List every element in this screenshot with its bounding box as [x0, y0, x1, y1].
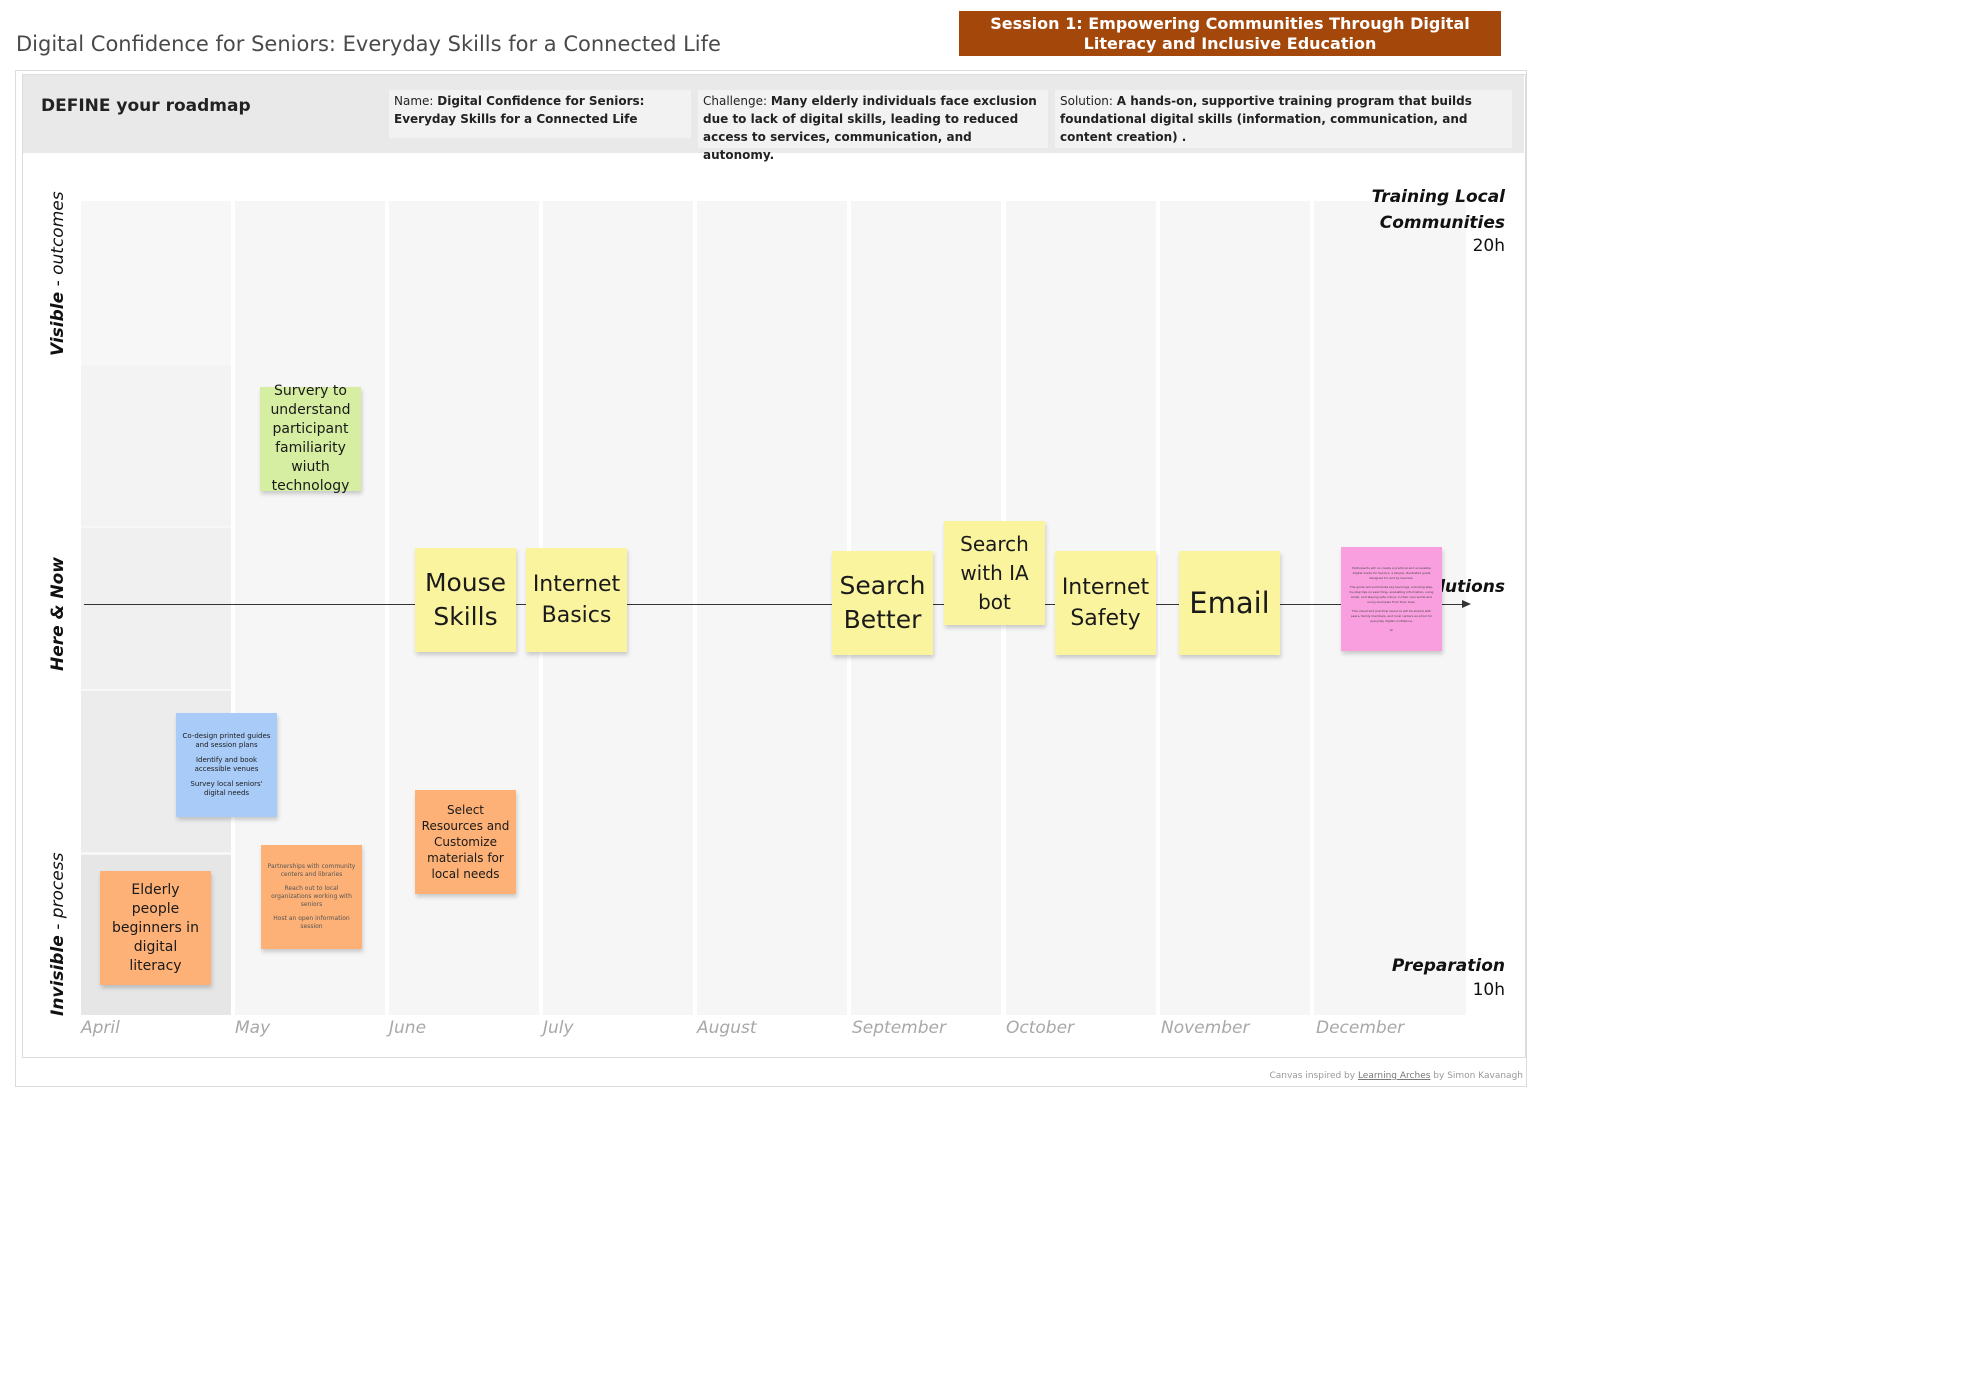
- visible-outcomes-label: Visible - outcomes: [48, 191, 68, 356]
- sticky-survey[interactable]: Survery to understand participant famili…: [260, 383, 361, 494]
- month-label-november: November: [1161, 1018, 1250, 1038]
- sticky-survey-text: Survery to understand participant famili…: [270, 383, 351, 494]
- project-name-box[interactable]: Name: Digital Confidence for Seniors: Ev…: [389, 90, 691, 138]
- sticky-elderly-text: Elderly people beginners in digital lite…: [112, 881, 199, 974]
- sticky-pink-line-3: This visual and practical resource will …: [1350, 608, 1433, 623]
- challenge-box[interactable]: Challenge: Many elderly individuals face…: [698, 90, 1048, 162]
- sticky-digital-guide[interactable]: Participants will co-create a practical …: [1341, 547, 1442, 651]
- sticky-blue-line-3: Survey local seniors' digital needs: [190, 780, 263, 797]
- sticky-blue-line-2: Identify and book accessible venues: [194, 756, 259, 773]
- sticky-mouse-text: Mouse Skills: [424, 568, 507, 631]
- sticky-partner-line-3: Host an open information session: [273, 915, 350, 930]
- learning-arches-link[interactable]: Learning Arches: [1357, 1071, 1431, 1081]
- solution-value: A hands-on, supportive training program …: [1060, 94, 1472, 144]
- challenge-label: Challenge:: [703, 94, 771, 108]
- sticky-elderly-beginners[interactable]: Elderly people beginners in digital lite…: [100, 871, 211, 985]
- here-now-label: Here & Now: [48, 557, 68, 671]
- sticky-pink-line-1: Participants will co-create a practical …: [1352, 565, 1431, 580]
- invisible-label-rest: - process: [48, 852, 68, 936]
- visible-label-rest: - outcomes: [48, 191, 68, 292]
- invisible-process-label: Invisible - process: [48, 852, 68, 1016]
- month-label-august: August: [697, 1018, 757, 1038]
- timeline-axis: [84, 604, 1464, 605]
- sticky-select-resources[interactable]: Select Resources and Customize materials…: [415, 790, 516, 894]
- sticky-internet-basics-text: Internet Basics: [532, 572, 621, 628]
- sticky-search-better-text: Search Better: [839, 571, 926, 634]
- april-cell-1: [81, 201, 231, 362]
- name-label: Name:: [394, 94, 438, 108]
- sticky-blue-line-1: Co-design printed guides and session pla…: [182, 732, 271, 749]
- sticky-partnerships[interactable]: Partnerships with community centers and …: [261, 845, 362, 949]
- month-label-june: June: [389, 1018, 427, 1038]
- sticky-partner-line-1: Partnerships with community centers and …: [267, 863, 356, 878]
- sticky-select-resources-text: Select Resources and Customize materials…: [421, 803, 510, 881]
- name-value: Digital Confidence for Seniors: Everyday…: [394, 94, 645, 126]
- month-column-august: [697, 201, 847, 1015]
- sticky-internet-safety[interactable]: Internet Safety: [1055, 551, 1156, 655]
- sticky-search-ia-bot[interactable]: Search with IA bot: [944, 521, 1045, 625]
- canvas-credits: Canvas inspired by Learning Arches by Si…: [1269, 1071, 1523, 1081]
- canvas-outer-frame: [15, 70, 1527, 1087]
- challenge-value: Many elderly individuals face exclusion …: [703, 94, 1037, 162]
- month-label-july: July: [543, 1018, 574, 1038]
- solution-box[interactable]: Solution: A hands-on, supportive trainin…: [1055, 90, 1512, 148]
- sticky-mouse-skills[interactable]: Mouse Skills: [415, 548, 516, 652]
- month-label-september: September: [852, 1018, 946, 1038]
- sticky-email[interactable]: Email: [1179, 551, 1280, 655]
- month-label-april: April: [81, 1018, 120, 1038]
- session-banner: Session 1: Empowering Communities Throug…: [959, 11, 1501, 56]
- credit-prefix: Canvas inspired by: [1269, 1071, 1358, 1081]
- month-label-may: May: [235, 1018, 271, 1038]
- define-roadmap-title: DEFINE your roadmap: [41, 96, 251, 116]
- training-hours: 20h: [1472, 236, 1505, 256]
- preparation-hours: 10h: [1472, 980, 1505, 1000]
- solution-label: Solution:: [1060, 94, 1117, 108]
- training-communities-label: Training Local Communities: [1371, 187, 1505, 233]
- sticky-partner-line-2: Reach out to local organizations working…: [271, 885, 352, 908]
- sticky-internet-basics[interactable]: Internet Basics: [526, 548, 627, 652]
- timeline-arrow-icon: [1462, 600, 1471, 608]
- credit-suffix: by Simon Kavanagh: [1430, 1071, 1523, 1081]
- sticky-search-better[interactable]: Search Better: [832, 551, 933, 655]
- sticky-search-ia-text: Search with IA bot: [960, 531, 1029, 614]
- sticky-pink-line-2: The guide will summarize key learnings, …: [1349, 584, 1434, 604]
- preparation-label: Preparation: [1391, 956, 1505, 976]
- month-label-october: October: [1006, 1018, 1075, 1038]
- invisible-label-bold: Invisible: [48, 935, 68, 1016]
- visible-label-bold: Visible: [48, 291, 68, 356]
- april-cell-3: [81, 528, 231, 689]
- sticky-prep-tasks[interactable]: Co-design printed guides and session pla…: [176, 713, 277, 817]
- sticky-pink-line-4: Gi: [1389, 627, 1394, 632]
- sticky-internet-safety-text: Internet Safety: [1061, 575, 1150, 631]
- april-cell-2: [81, 365, 231, 526]
- sticky-email-text: Email: [1189, 586, 1270, 620]
- month-label-december: December: [1316, 1018, 1405, 1038]
- page-title: Digital Confidence for Seniors: Everyday…: [16, 32, 721, 56]
